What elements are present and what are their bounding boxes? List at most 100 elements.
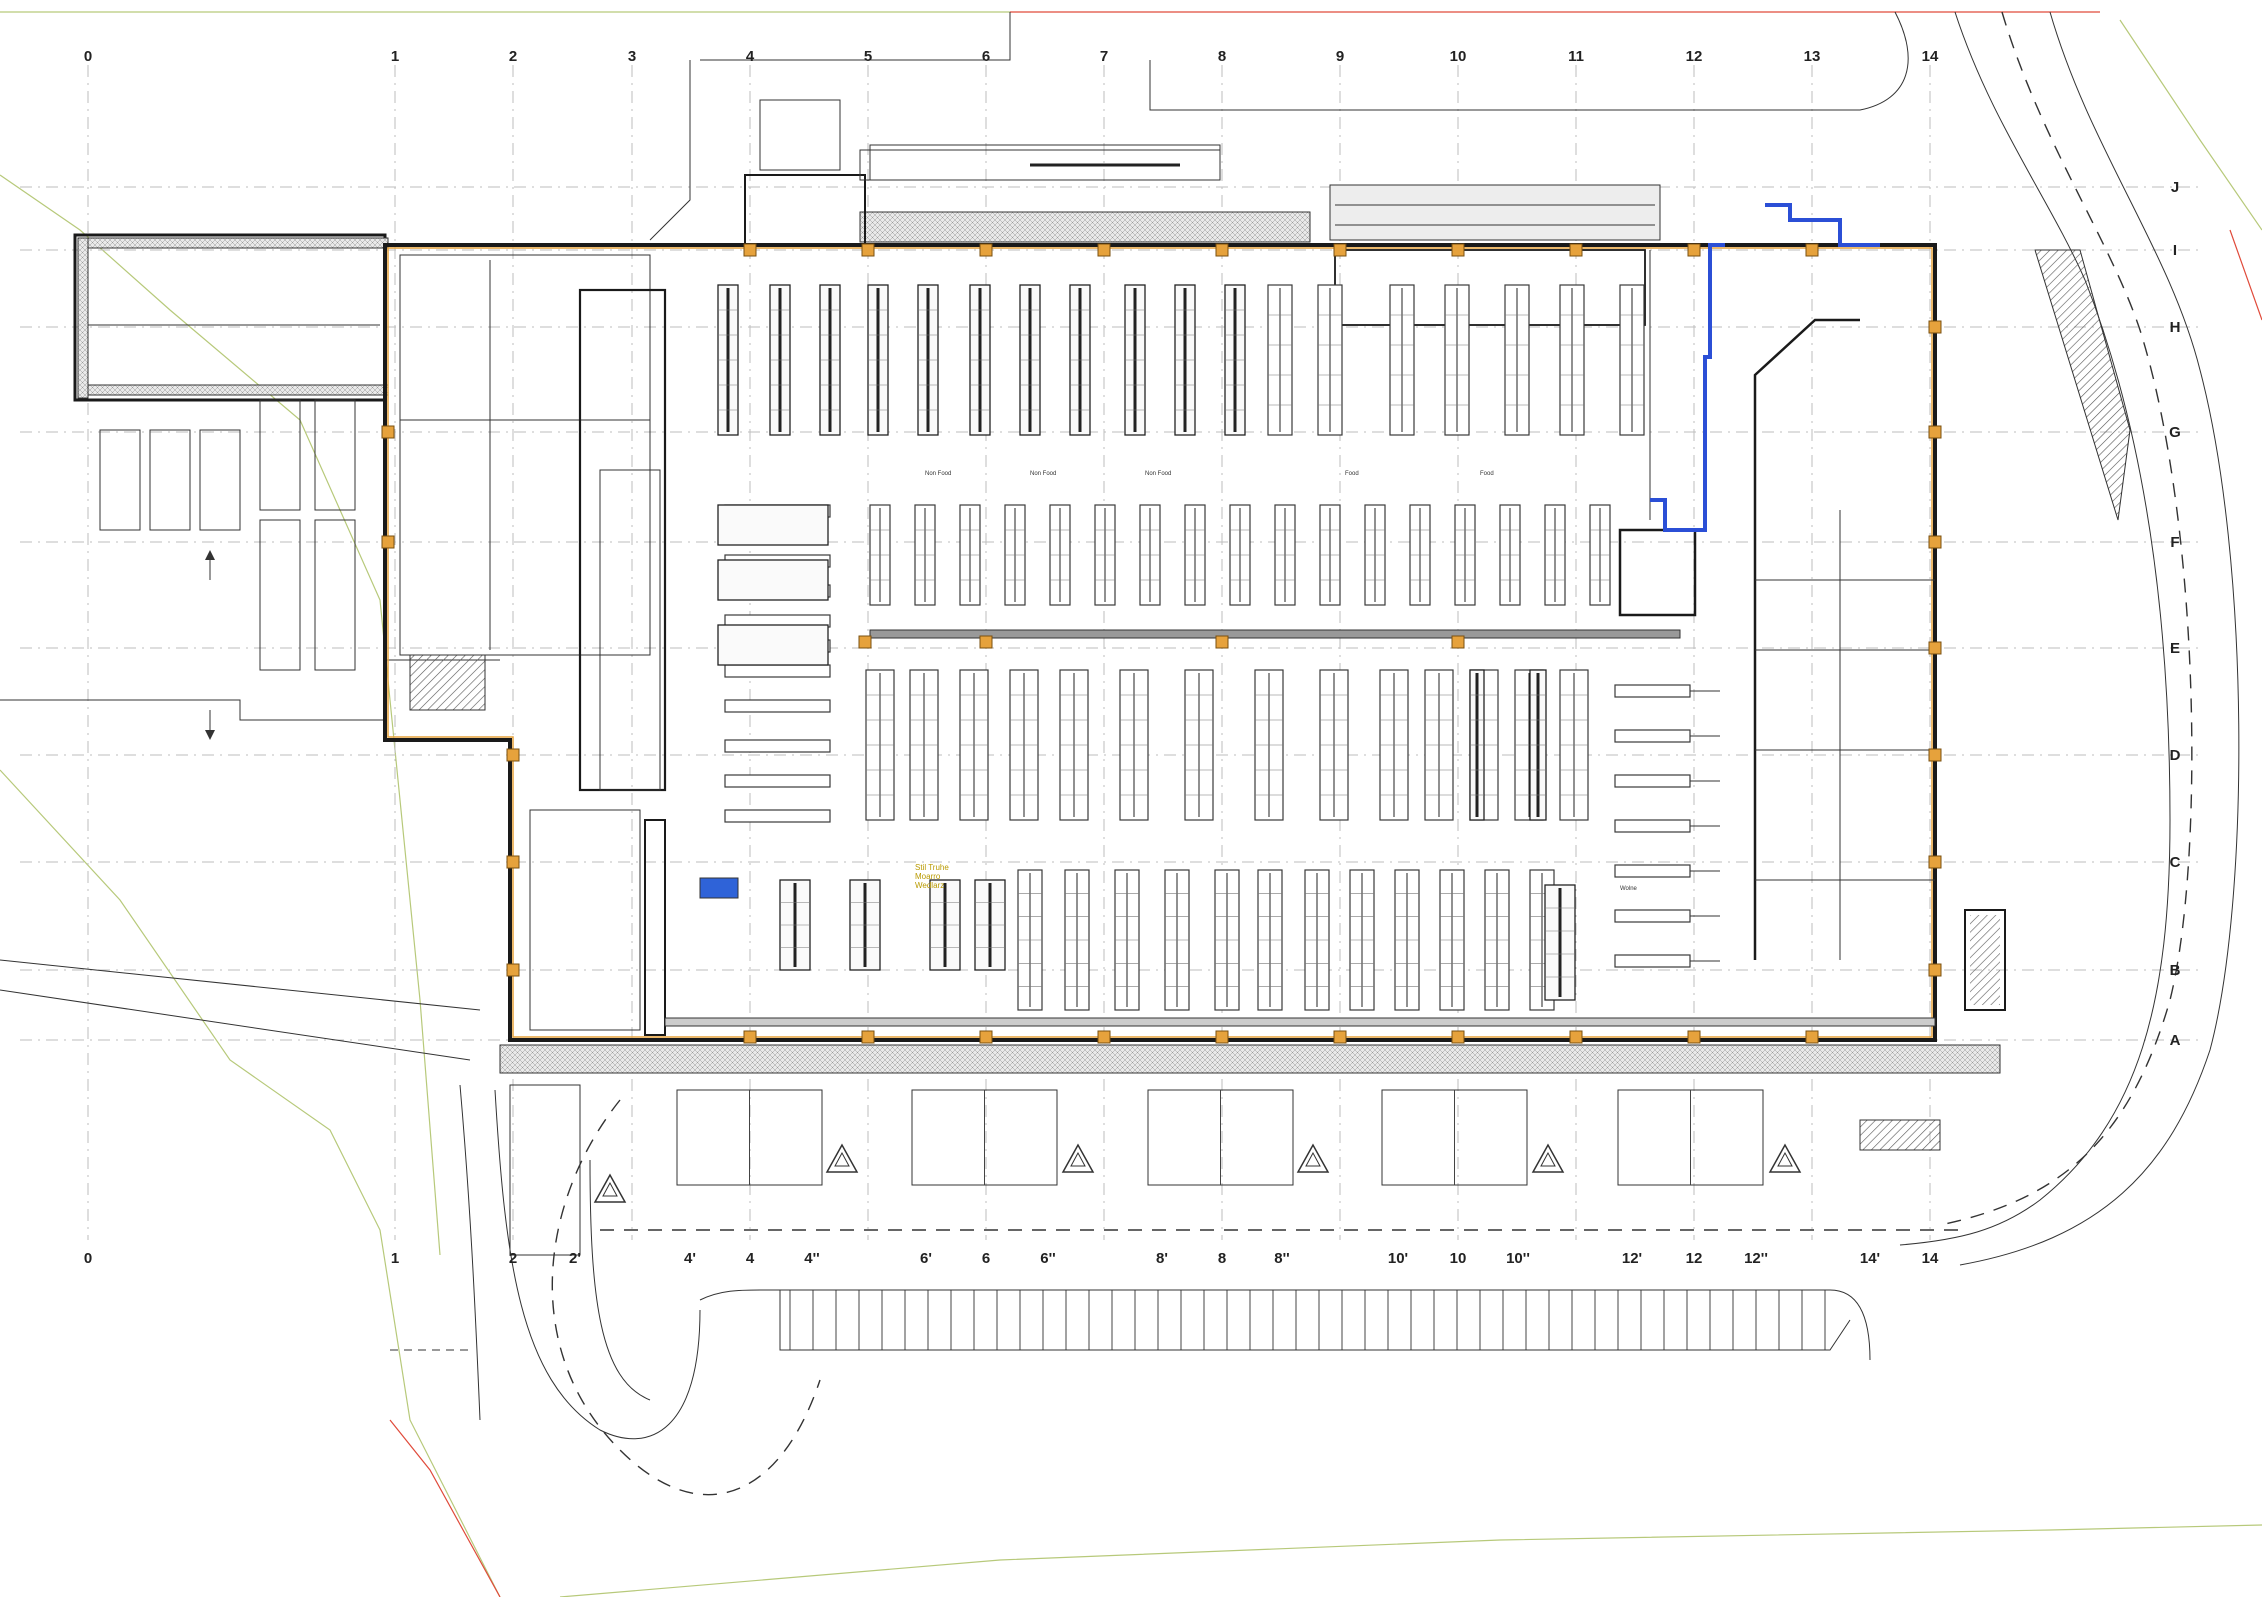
column — [381, 535, 395, 549]
column — [506, 855, 520, 869]
column — [979, 635, 993, 649]
row-axis-label-H: H — [2170, 319, 2181, 336]
non-food-label-1: Non Food — [925, 471, 951, 477]
bottom-axis-label-17: 12 — [1686, 1250, 1703, 1267]
top-axis-label-8: 8 — [1218, 48, 1226, 65]
bottom-axis-label-9: 6'' — [1040, 1250, 1055, 1267]
column — [1928, 320, 1942, 334]
parking-marker — [825, 1143, 859, 1173]
shelf-unit — [1424, 669, 1454, 821]
column — [1451, 1030, 1465, 1044]
plan-notes: Food Food Non Food Non Food Non Food Wol… — [699, 471, 1638, 899]
column — [861, 243, 875, 257]
shelf-unit — [1379, 669, 1409, 821]
checkout-lane — [1614, 909, 1720, 923]
shelf-unit — [869, 504, 891, 606]
column — [381, 425, 395, 439]
top-axis-label-0: 0 — [84, 48, 92, 65]
shelf-unit — [959, 504, 981, 606]
bottom-axis-label-15: 10'' — [1506, 1250, 1530, 1267]
top-axis-label-12: 12 — [1686, 48, 1703, 65]
promo-label: Stil Truhe Moarro Wedlarz — [915, 863, 951, 890]
row-axis-label-C: C — [2170, 854, 2181, 871]
shelf-unit — [819, 284, 841, 436]
partition-wall — [869, 629, 1681, 639]
shelf-unit — [867, 284, 889, 436]
parking-lot — [509, 1084, 1826, 1350]
access-road — [1149, 11, 2240, 1266]
shelf-unit — [1139, 504, 1161, 606]
loading-dock — [0, 12, 1011, 740]
freezer-island — [717, 504, 829, 546]
top-axis-label-6: 6 — [982, 48, 990, 65]
column — [506, 748, 520, 762]
shelf-unit — [917, 284, 939, 436]
shelf-unit — [1119, 669, 1149, 821]
column — [1569, 243, 1583, 257]
column — [1928, 641, 1942, 655]
bottom-axis-label-8: 6 — [982, 1250, 990, 1267]
shelf-unit — [974, 879, 1006, 971]
top-axis-label-5: 5 — [864, 48, 872, 65]
low-shelf — [724, 664, 831, 678]
bottom-axis-label-6: 4'' — [804, 1250, 819, 1267]
top-axis-label-10: 10 — [1450, 48, 1467, 65]
shelf-unit — [1544, 504, 1566, 606]
shelf-unit — [1174, 284, 1196, 436]
shelf-unit — [1019, 284, 1041, 436]
shelf-unit — [1257, 869, 1283, 1011]
shelf-unit — [1559, 284, 1585, 436]
parking-marker — [593, 1173, 627, 1203]
non-food-label-2: Non Food — [1030, 471, 1056, 477]
shelf-unit — [1214, 869, 1240, 1011]
shelf-unit — [1504, 284, 1530, 436]
structural-columns — [381, 243, 1942, 1044]
promo-line-3: Wedlarz — [915, 881, 944, 890]
shelf-unit — [1349, 869, 1375, 1011]
top-axis-label-2: 2 — [509, 48, 517, 65]
column — [979, 243, 993, 257]
shelf-unit — [717, 284, 739, 436]
low-shelf — [724, 739, 831, 753]
checkout-lane — [1614, 729, 1720, 743]
shelf-unit — [1069, 284, 1091, 436]
low-shelf — [724, 809, 831, 823]
shelf-unit — [1009, 669, 1039, 821]
checkout-lane — [1614, 954, 1720, 968]
parking-marker — [1061, 1143, 1095, 1173]
column — [743, 243, 757, 257]
shelf-unit — [1317, 284, 1343, 436]
column — [979, 1030, 993, 1044]
bottom-axis-label-5: 4 — [746, 1250, 755, 1267]
shelf-unit — [1124, 284, 1146, 436]
column — [1928, 748, 1942, 762]
top-axis-label-13: 13 — [1804, 48, 1821, 65]
shelf-unit — [1094, 504, 1116, 606]
bottom-axis-label-10: 8' — [1156, 1250, 1168, 1267]
row-axis-label-F: F — [2170, 534, 2179, 551]
shelf-unit — [1619, 284, 1645, 436]
shelf-unit — [1267, 284, 1293, 436]
checkout-lane — [1614, 864, 1720, 878]
shelf-unit — [1004, 504, 1026, 606]
row-axis-label-A: A — [2170, 1032, 2181, 1049]
non-food-label-3: Non Food — [1145, 471, 1171, 477]
shelf-unit — [1409, 504, 1431, 606]
column — [1215, 243, 1229, 257]
shelf-unit — [1544, 884, 1576, 1001]
shelf-unit — [909, 669, 939, 821]
column — [1805, 1030, 1819, 1044]
shelf-unit — [1454, 504, 1476, 606]
column — [1451, 243, 1465, 257]
column — [1928, 425, 1942, 439]
low-shelf — [724, 774, 831, 788]
shelf-unit — [1229, 504, 1251, 606]
column — [1928, 855, 1942, 869]
column — [506, 963, 520, 977]
bottom-axis-label-19: 14' — [1860, 1250, 1880, 1267]
shelf-unit — [1114, 869, 1140, 1011]
